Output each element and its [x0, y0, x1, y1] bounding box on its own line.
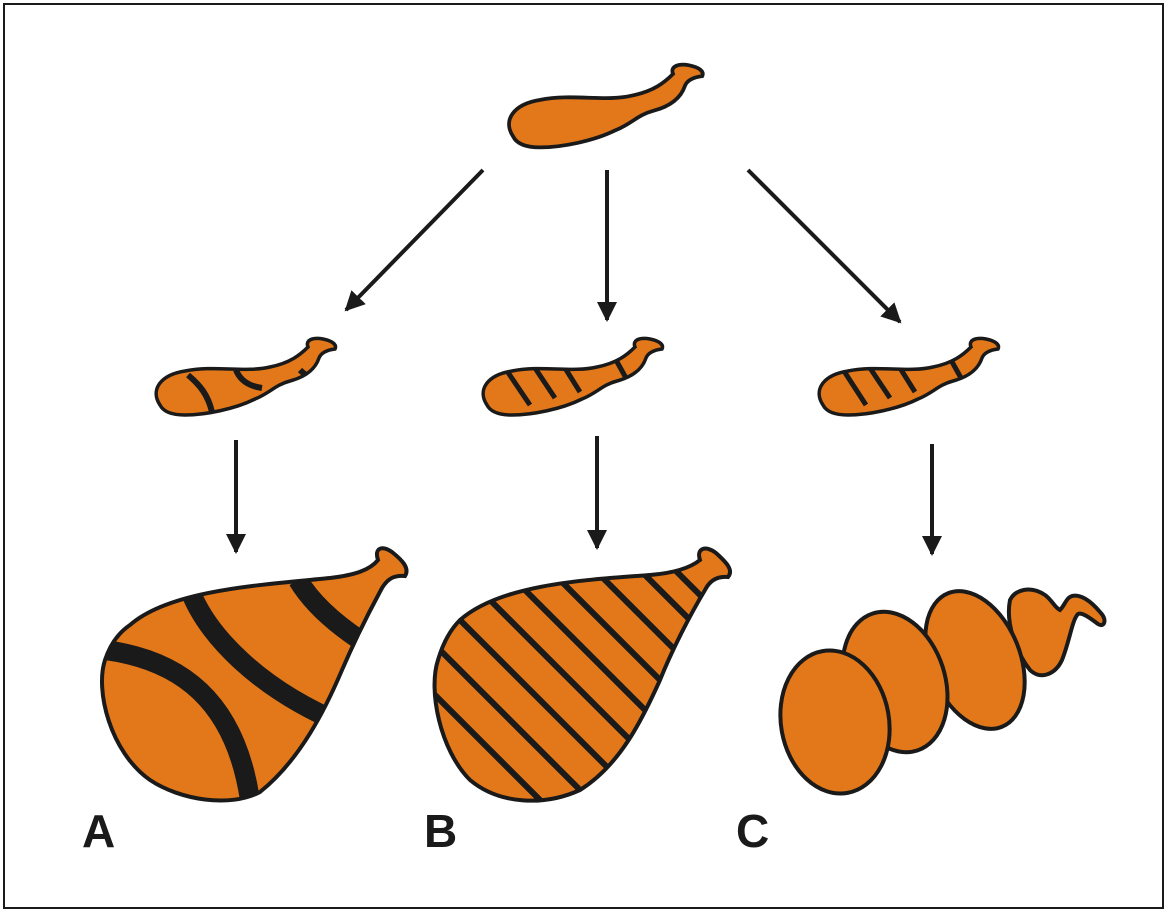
intermediate-shape-b: [483, 338, 662, 415]
final-shape-a: [102, 548, 407, 800]
intermediate-shape-c: [819, 338, 998, 415]
arrow-to-a: [346, 170, 483, 310]
final-shape-b: [420, 549, 760, 810]
label-a: A: [82, 808, 115, 854]
ancestor-shape: [509, 65, 703, 148]
arrow-to-c: [748, 170, 900, 322]
label-b: B: [424, 808, 457, 854]
final-shape-c: [769, 576, 1104, 802]
intermediate-shape-a: [156, 338, 335, 415]
label-c: C: [736, 808, 769, 854]
